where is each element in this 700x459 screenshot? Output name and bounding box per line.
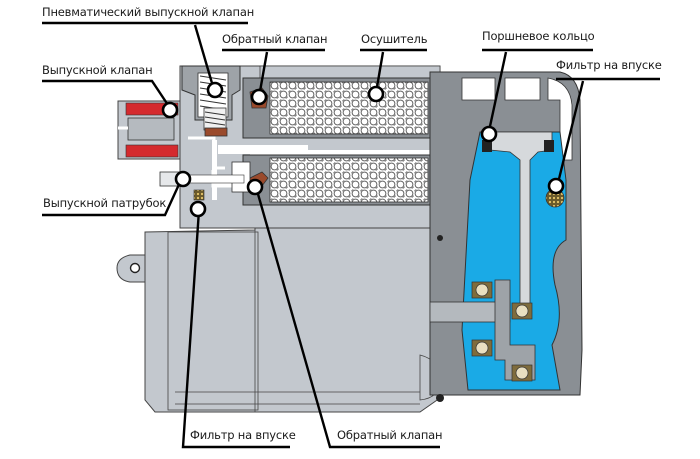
desiccant-bottom: [269, 157, 429, 203]
valve-seal: [204, 127, 228, 137]
desiccant-top: [269, 81, 429, 135]
mounting-hole: [129, 262, 141, 274]
coil-bottom: [125, 144, 179, 158]
label-inlet-filter-bottom: Фильтр на впуске: [190, 428, 296, 442]
label-check-valve-top: Обратный клапан: [222, 32, 328, 46]
crankcase-oil: [461, 131, 567, 391]
label-piston-ring: Поршневое кольцо: [482, 29, 595, 43]
label-exhaust-port: Выпускной патрубок: [43, 196, 167, 210]
marker-inlet-filter-right: [547, 177, 565, 195]
motor-housing: [116, 227, 441, 413]
pneumatic-exhaust-valve: [181, 65, 241, 137]
label-dryer: Осушитель: [361, 32, 428, 46]
callouts: [42, 21, 660, 449]
compressor-casing: [429, 71, 583, 402]
plunger: [127, 117, 175, 141]
marker-pneumatic-exhaust-valve: [206, 81, 224, 99]
label-exhaust-valve: Выпускной клапан: [42, 63, 153, 77]
callout-markers: [161, 81, 565, 218]
label-inlet-filter-right: Фильтр на впуске: [556, 58, 662, 72]
marker-piston-ring: [480, 125, 498, 143]
marker-dryer: [367, 85, 385, 103]
marker-check-valve-top: [250, 88, 268, 106]
marker-exhaust-valve: [161, 101, 179, 119]
label-check-valve-bottom: Обратный клапан: [337, 428, 443, 442]
marker-exhaust-port: [174, 170, 192, 188]
label-pneumatic-exhaust-valve: Пневматический выпускной клапан: [42, 5, 255, 19]
marker-inlet-filter-bottom: [189, 200, 207, 218]
bearings: [471, 281, 533, 382]
dryer: [231, 77, 434, 206]
marker-check-valve-bottom: [246, 178, 264, 196]
exhaust-solenoid: [117, 100, 181, 160]
inlet-filter-small: [193, 189, 205, 201]
